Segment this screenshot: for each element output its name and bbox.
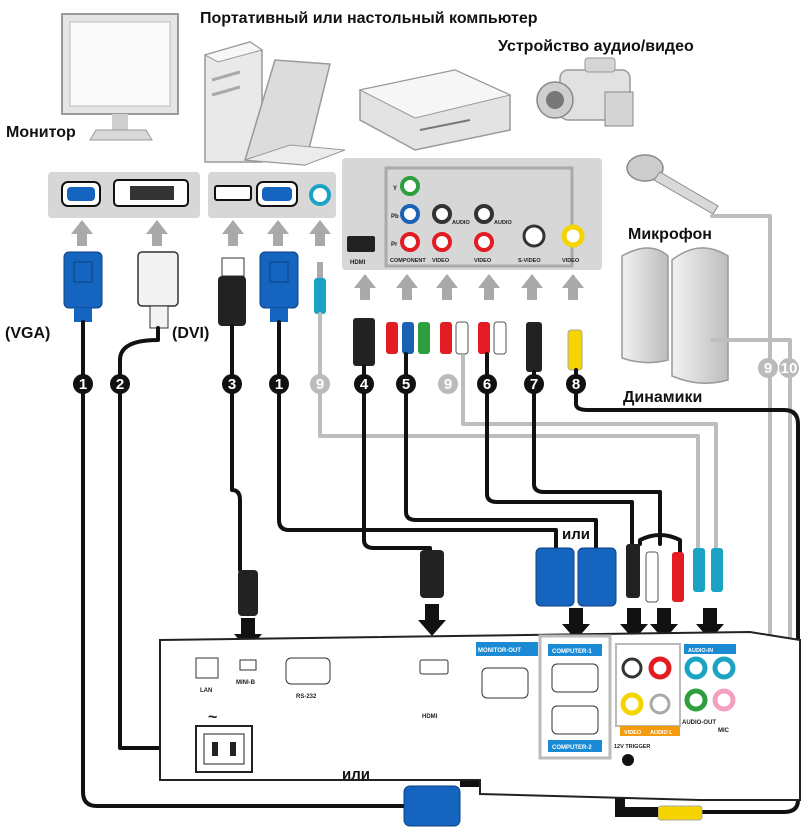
- speakers-label: Динамики: [623, 389, 703, 406]
- mic-label: MIC: [718, 728, 730, 734]
- av-device-label: Устройство аудио/видео: [498, 38, 694, 55]
- av-port-panel: HDMI Y Pb Pr COMPONENT AUDIO VIDEO AUDIO…: [342, 158, 602, 270]
- or-label-top: или: [562, 526, 590, 543]
- svg-text:1: 1: [79, 376, 87, 393]
- vga-plug: [63, 251, 103, 322]
- audio2-label: AUDIO: [494, 220, 512, 226]
- cable-number-markers: 1 2 3 1 9 4 5 9 6 7 8 9 10: [73, 358, 799, 394]
- dvi-plug: [137, 251, 179, 329]
- svg-text:9: 9: [764, 360, 772, 377]
- vga-plug-2: [259, 251, 299, 322]
- svg-text:5: 5: [402, 376, 410, 393]
- hdmi-port-label: HDMI: [350, 260, 366, 266]
- vga-label: (VGA): [5, 325, 51, 342]
- monitor-icon: [61, 13, 179, 141]
- computer-label: Портативный или настольный компьютер: [200, 10, 538, 27]
- computer2-label: COMPUTER-2: [552, 745, 592, 751]
- speakers-icon: [621, 247, 729, 384]
- video2-label: VIDEO: [474, 258, 492, 264]
- cable-number-6: 6: [477, 374, 497, 394]
- video1-label: VIDEO: [432, 258, 450, 264]
- cable-number-4: 4: [354, 374, 374, 394]
- monitor-out-label: MONITOR-OUT: [478, 648, 521, 654]
- rs232-label: RS-232: [296, 694, 317, 700]
- mini-b-label: MINI-B: [236, 680, 256, 686]
- component-label: COMPONENT: [390, 258, 426, 264]
- cable-number-9c: 9: [758, 358, 778, 378]
- video-proj-label: VIDEO: [624, 730, 642, 736]
- dvi-label: (DVI): [172, 325, 210, 342]
- cable-number-8: 8: [566, 374, 586, 394]
- svg-text:6: 6: [483, 376, 491, 393]
- power-symbol: ~: [208, 709, 217, 726]
- pb-label: Pb: [391, 214, 399, 220]
- svg-text:3: 3: [228, 376, 236, 393]
- svg-text:7: 7: [530, 376, 538, 393]
- svg-text:9: 9: [316, 376, 324, 393]
- svg-text:2: 2: [116, 376, 124, 393]
- svideo-label: S-VIDEO: [518, 258, 541, 264]
- av-plugs: [353, 318, 583, 372]
- svg-text:4: 4: [360, 376, 369, 393]
- camcorder-icon: [536, 57, 634, 127]
- projector-panel: LAN MINI-B RS-232 HDMI MONITOR-OUT COMPU…: [159, 630, 801, 801]
- svg-text:1: 1: [275, 376, 283, 393]
- hdmi-proj-label: HDMI: [422, 714, 438, 720]
- audio-out-label: AUDIO-OUT: [682, 720, 716, 726]
- svg-text:8: 8: [572, 376, 580, 393]
- computer-port-panel: [208, 172, 336, 218]
- audio-in-label: AUDIO-IN: [688, 648, 713, 654]
- cables: [81, 214, 800, 814]
- cable-number-5: 5: [396, 374, 416, 394]
- audio-l-label: AUDIO L: [650, 730, 673, 736]
- trigger-label: 12V TRIGGER: [614, 744, 650, 750]
- cable-number-1b: 1: [269, 374, 289, 394]
- cable-number-3: 3: [222, 374, 242, 394]
- cable-number-9b: 9: [438, 374, 458, 394]
- lan-label: LAN: [200, 688, 212, 694]
- monitor-label: Монитор: [6, 124, 76, 141]
- audio-jack-plug: [314, 262, 326, 314]
- svg-text:9: 9: [444, 376, 452, 393]
- monitor-port-panel: [48, 172, 200, 218]
- y-label: Y: [393, 186, 397, 192]
- svg-text:10: 10: [781, 360, 798, 377]
- cable-number-10: 10: [779, 358, 799, 378]
- microphone-icon: [626, 154, 719, 215]
- laptop-icon: [244, 59, 346, 166]
- cable-number-2: 2: [110, 374, 130, 394]
- audio1-label: AUDIO: [452, 220, 470, 226]
- video3-label: VIDEO: [562, 258, 580, 264]
- cable-number-1: 1: [73, 374, 93, 394]
- computer1-label: COMPUTER-1: [552, 649, 592, 655]
- power-socket-icon: ~: [195, 709, 253, 773]
- av-player-icon: [358, 69, 512, 151]
- cable-number-9a: 9: [310, 374, 330, 394]
- cable-number-7: 7: [524, 374, 544, 394]
- or-label-bottom: или: [342, 766, 370, 783]
- pr-label: Pr: [391, 242, 398, 248]
- microphone-label: Микрофон: [628, 226, 712, 243]
- usb-plug: [218, 257, 246, 326]
